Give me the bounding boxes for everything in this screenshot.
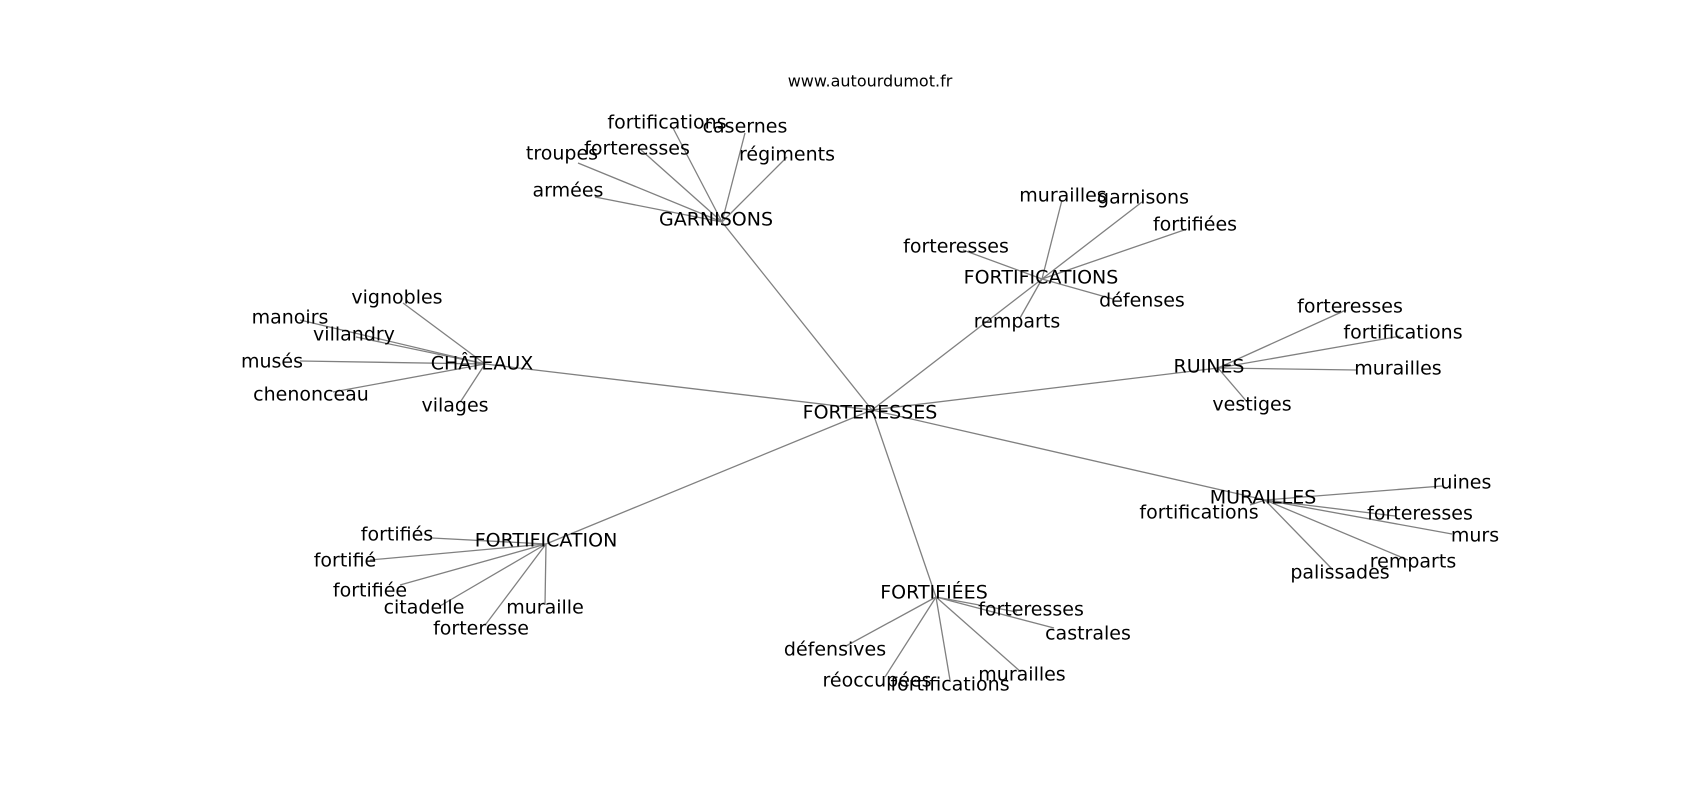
leaf-node: murailles: [1019, 185, 1106, 207]
leaf-node: fortifiées: [1153, 214, 1237, 236]
edge-murailles-leaf: [1264, 499, 1334, 571]
edge-garnisons-leaf: [577, 162, 723, 223]
edge-chateaux-leaf: [299, 360, 486, 365]
edge-chateaux-leaf: [355, 336, 486, 365]
hub-node-chateaux: CHÂTEAUX: [431, 352, 534, 375]
edge-garnisons-leaf: [672, 127, 723, 223]
edge-garnisons-leaf: [721, 132, 746, 223]
leaf-node: vestiges: [1212, 394, 1291, 416]
edge-fortifications-leaf: [1041, 228, 1188, 280]
edge-fortifiees-leaf: [935, 596, 1055, 629]
edge-ruines-leaf: [1217, 367, 1249, 404]
edge-root-fortifications: [871, 278, 1043, 411]
edge-fortification-leaf: [439, 543, 547, 607]
edge-fortification-leaf: [544, 543, 547, 606]
edge-fortifications-leaf: [1041, 199, 1063, 280]
hub-node-garnisons: GARNISONS: [659, 209, 773, 231]
leaf-node: armées: [533, 180, 604, 202]
edge-fortifiees-leaf: [845, 596, 937, 647]
leaf-node: castrales: [1045, 623, 1131, 645]
leaf-node: chenonceau: [253, 384, 369, 406]
edge-chateaux-leaf: [402, 302, 486, 365]
leaf-node: vilages: [421, 395, 488, 417]
hub-node-fortification: FORTIFICATION: [475, 530, 618, 552]
leaf-node: citadelle: [384, 597, 465, 619]
leaf-node: fortifications: [1139, 502, 1258, 524]
leaf-node: fortifiée: [333, 580, 407, 602]
leaf-node: forteresses: [1297, 296, 1403, 318]
hub-node-ruines: RUINES: [1174, 356, 1245, 378]
leaf-node: fortifiés: [361, 524, 433, 546]
edge-fortifications-leaf: [962, 249, 1043, 280]
leaf-node: vignobles: [351, 287, 442, 309]
leaf-node: palissades: [1290, 562, 1389, 584]
edge-root-ruines: [871, 367, 1219, 411]
leaf-node: murailles: [1354, 358, 1441, 380]
site-watermark: www.autourdumot.fr: [788, 72, 953, 91]
edge-fortification-leaf: [485, 543, 547, 625]
leaf-node: fortifications: [890, 674, 1009, 696]
edge-chateaux-leaf: [460, 363, 486, 402]
leaf-node: garnisons: [1097, 187, 1189, 209]
edge-fortifications-leaf: [1041, 201, 1143, 280]
leaf-node: troupes: [526, 143, 598, 165]
leaf-node: forteresse: [433, 618, 529, 640]
leaf-node: casernes: [703, 116, 788, 138]
hub-node-murailles: MURAILLES: [1210, 487, 1317, 509]
leaf-node: remparts: [974, 311, 1060, 333]
leaf-node: fortifications: [1343, 322, 1462, 344]
leaf-node: muraille: [506, 597, 584, 619]
edge-fortifiees-leaf: [935, 596, 951, 681]
edge-root-murailles: [871, 409, 1266, 501]
leaf-node: régiments: [739, 144, 835, 166]
edge-root-chateaux: [484, 363, 873, 411]
graph-edges: [299, 127, 1453, 681]
edge-root-fortifiees: [871, 409, 937, 598]
edge-ruines-leaf: [1217, 309, 1347, 369]
hub-node-fortifications: FORTIFICATIONS: [964, 267, 1119, 289]
edge-garnisons-leaf: [721, 156, 788, 223]
leaf-node: défensives: [784, 639, 886, 661]
edge-garnisons-leaf: [594, 196, 723, 223]
edge-fortifications-leaf: [1019, 278, 1043, 319]
leaf-node: villandry: [313, 324, 395, 346]
edge-fortifiees-leaf: [935, 596, 1022, 673]
leaf-node: réoccupées: [823, 670, 932, 692]
edge-fortifiees-leaf: [935, 596, 1018, 613]
leaf-node: ruines: [1433, 472, 1492, 494]
edge-fortifications-leaf: [1041, 278, 1114, 300]
edge-fortifiees-leaf: [884, 596, 937, 678]
edge-chateaux-leaf: [299, 319, 486, 365]
edge-garnisons-leaf: [639, 148, 723, 223]
leaf-node: forteresses: [1367, 503, 1473, 525]
leaf-node: remparts: [1370, 551, 1456, 573]
edge-murailles-leaf: [1264, 485, 1443, 501]
leaf-node: murs: [1451, 525, 1499, 547]
leaf-node: fortifié: [314, 550, 377, 572]
leaf-node: murailles: [978, 664, 1065, 686]
edge-fortification-leaf: [431, 537, 547, 545]
edge-root-garnisons: [721, 221, 873, 411]
leaf-node: forteresses: [978, 599, 1084, 621]
root-node-forteresses: FORTERESSES: [803, 402, 938, 424]
hub-node-fortifiees: FORTIFIÉES: [880, 581, 988, 604]
leaf-node: manoirs: [252, 307, 329, 329]
edge-root-fortification: [545, 409, 873, 545]
edge-ruines-leaf: [1217, 367, 1357, 371]
edge-chateaux-leaf: [332, 363, 486, 393]
edge-murailles-leaf: [1249, 499, 1266, 506]
leaf-node: musés: [241, 351, 303, 373]
leaf-node: fortifications: [607, 112, 726, 134]
edge-ruines-leaf: [1217, 335, 1402, 369]
leaf-node: forteresses: [584, 138, 690, 160]
edge-murailles-leaf: [1264, 499, 1409, 561]
leaf-node: forteresses: [903, 236, 1009, 258]
edge-murailles-leaf: [1264, 499, 1453, 535]
leaf-node: défenses: [1099, 290, 1185, 312]
edge-murailles-leaf: [1264, 499, 1396, 517]
edge-fortification-leaf: [399, 543, 547, 586]
edge-fortification-leaf: [369, 543, 547, 561]
